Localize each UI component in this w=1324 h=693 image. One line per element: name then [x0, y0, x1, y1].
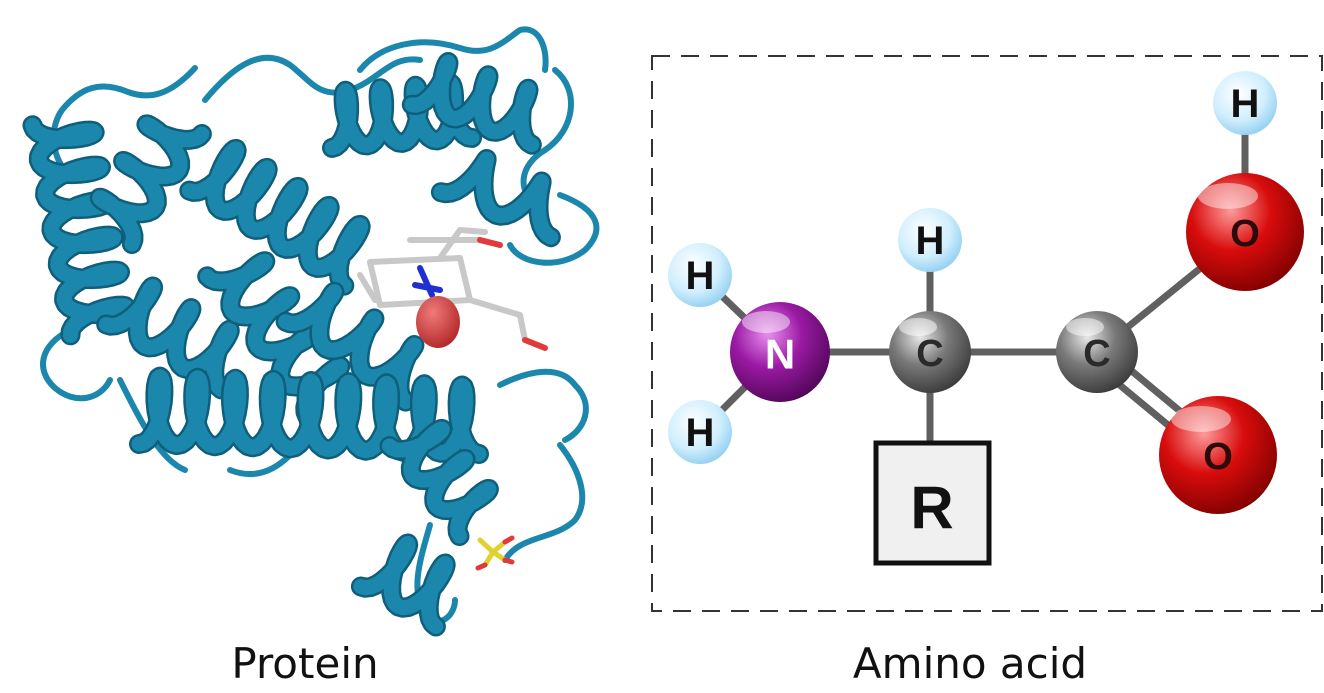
- atom-label-o: O: [1203, 436, 1233, 478]
- sulfate-stick: [477, 537, 508, 568]
- atom-label-c: C: [1083, 333, 1110, 375]
- protein-helix: [278, 284, 422, 410]
- protein-helix: [324, 75, 480, 156]
- protein-helix: [98, 279, 238, 397]
- atom-hydrogen-hydroxyl: H: [1213, 71, 1277, 135]
- protein-ribbon-structure: [22, 26, 600, 637]
- atom-oxygen-hydroxyl: O: [1186, 173, 1304, 291]
- protein-helix: [353, 536, 454, 634]
- side-chain-box: [873, 440, 992, 566]
- protein-helix: [433, 151, 559, 245]
- protein-helix: [131, 369, 487, 462]
- protein-loop: [497, 368, 589, 443]
- amino-acid-dashed-frame: [651, 55, 1323, 612]
- atom-hydrogen-amine-top: H: [668, 243, 732, 307]
- atom-label-o: O: [1230, 213, 1260, 255]
- protein-loop: [40, 327, 113, 402]
- protein-loop: [507, 192, 600, 266]
- atom-nitrogen: N: [730, 302, 830, 402]
- atom-label-n: N: [765, 331, 795, 378]
- atom-label-h: H: [1231, 82, 1260, 126]
- heme-stick: [357, 272, 378, 303]
- protein-loop: [227, 452, 293, 477]
- protein-helix: [199, 253, 348, 424]
- atom-label-c: C: [916, 333, 943, 375]
- atom-hydrogen-alpha: H: [898, 208, 962, 272]
- protein-loop: [357, 26, 549, 73]
- protein-helix: [404, 54, 540, 153]
- heme-stick: [417, 265, 435, 298]
- protein-helix: [382, 421, 497, 544]
- heme-stick: [467, 297, 528, 343]
- atom-label-h: H: [686, 411, 715, 455]
- atom-carbon-alpha: C: [889, 311, 971, 393]
- bonds: [696, 99, 1249, 464]
- heme-stick: [437, 227, 488, 261]
- protein-loop: [202, 54, 423, 103]
- amino-acid-caption: Amino acid: [852, 639, 1088, 688]
- oxygen-sphere: [416, 296, 460, 348]
- protein-helix: [92, 116, 210, 252]
- side-chain-label: R: [910, 475, 953, 542]
- sulfate-oxygen: [475, 535, 515, 571]
- heme-stick: [522, 337, 548, 351]
- atom-hydrogen-amine-bottom: H: [668, 400, 732, 464]
- amino-acid-structure: R H H H H N C C: [651, 55, 1323, 612]
- atom-label-h: H: [686, 254, 715, 298]
- atom-carbon-carboxyl: C: [1056, 311, 1138, 393]
- protein-helix: [25, 117, 134, 343]
- heme-stick: [477, 237, 503, 248]
- protein-caption: Protein: [231, 639, 379, 688]
- atom-oxygen-carbonyl: O: [1159, 396, 1277, 514]
- protein-helix: [181, 141, 369, 294]
- protein-loop: [502, 442, 586, 563]
- atom-label-h: H: [916, 219, 945, 263]
